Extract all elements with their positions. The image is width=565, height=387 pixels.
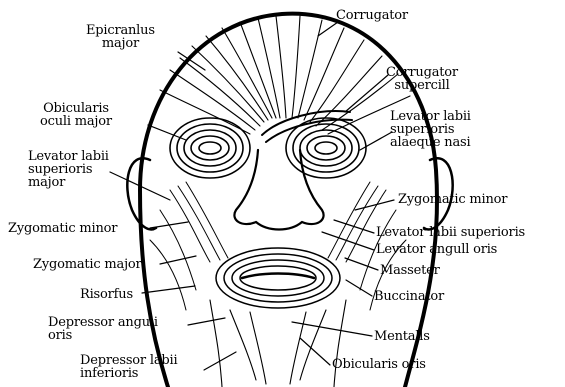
label-masseter: Masseter (380, 264, 440, 277)
mouth-rings (216, 248, 340, 308)
epicranius-fibers (160, 16, 410, 134)
label-levator-labii-major: Levator labii superioris major (28, 150, 109, 189)
label-buccinator: Buccinator (374, 290, 444, 303)
label-zygomatic-minor-left: Zygomatic minor (8, 222, 117, 235)
chin-fibers (210, 300, 346, 387)
label-zygomatic-minor-right: Zygomatic minor (398, 193, 507, 206)
label-mentalis: Mentalls (374, 330, 430, 343)
label-obicularis-oris: Obicularis oris (332, 358, 426, 371)
label-levator-anguli-oris: Levator angull oris (376, 243, 497, 256)
label-zygomatic-major: Zygomatic major (33, 258, 142, 271)
label-depressor-anguli-oris: Depressor anguli oris (48, 316, 158, 342)
cheek-fibers (150, 182, 406, 310)
left-eye-rings (170, 118, 250, 178)
label-corrugator-supercilii: Corrugator supercill (386, 66, 458, 92)
label-corrugator: Corrugator (336, 9, 408, 22)
label-risorius: Risorfus (80, 288, 133, 301)
label-obicularis-oculi: Obicularis oculi major (40, 102, 112, 128)
label-levator-labii-alaeque: Levator labii superioris alaeque nasi (390, 110, 471, 149)
label-levator-labii-superioris: Levator labii superioris (376, 226, 525, 239)
label-depressor-labii-inferioris: Depressor labii inferioris (80, 354, 177, 380)
label-epicranius: Epicranlus major (86, 24, 155, 50)
